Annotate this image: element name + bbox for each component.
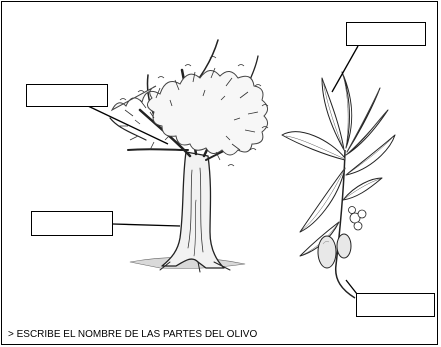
answer-box-leaves[interactable]: [346, 22, 426, 46]
olive-tree: [109, 39, 263, 273]
answer-box-trunk[interactable]: [31, 211, 113, 236]
pointer-lines: [87, 45, 359, 295]
answer-box-canopy[interactable]: [26, 84, 108, 107]
answer-box-fruit[interactable]: [356, 293, 435, 317]
olive-branch: [281, 71, 396, 299]
tree-canopy: [110, 56, 269, 167]
instruction-text: > ESCRIBE EL NOMBRE DE LAS PARTES DEL OL…: [8, 329, 258, 340]
